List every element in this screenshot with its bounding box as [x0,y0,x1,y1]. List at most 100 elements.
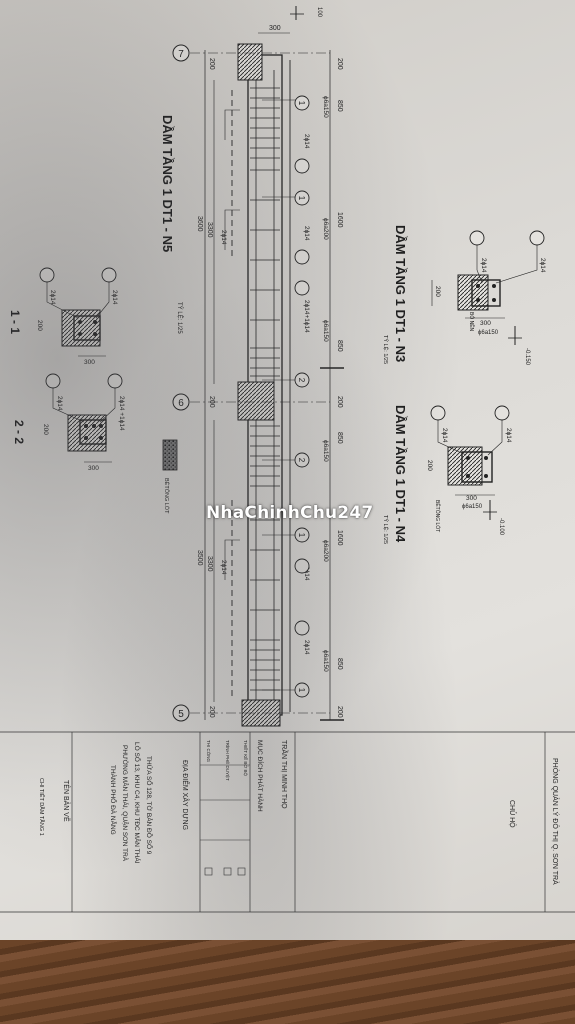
svg-text:1: 1 [297,196,306,201]
svg-text:PHƯỜNG MÂN THÁI, QUẬN SƠN TRÀ: PHƯỜNG MÂN THÁI, QUẬN SƠN TRÀ [121,745,130,862]
svg-text:2ϕ14: 2ϕ14 [303,566,310,581]
svg-text:ϕ6a200: ϕ6a200 [322,218,329,240]
beam-n5-title: DẦM TẦNG 1 DT1 - N5 [160,115,175,252]
svg-text:MỤC ĐÍCH PHÁT HÀNH: MỤC ĐÍCH PHÁT HÀNH [256,740,265,812]
svg-text:2ϕ14: 2ϕ14 [441,428,448,443]
svg-text:BÊTÔNG LÓT: BÊTÔNG LÓT [163,478,171,514]
svg-text:1: 1 [297,533,306,538]
svg-text:200: 200 [426,460,433,471]
svg-text:ϕ6a150: ϕ6a150 [478,330,499,336]
svg-text:2ϕ14: 2ϕ14 [505,428,512,443]
svg-text:LÔ SỐ 13, KHU C4, KHU TĐC MÂN: LÔ SỐ 13, KHU C4, KHU TĐC MÂN THÁI [133,742,143,864]
beam-n5-scale: TỶ LỆ: 1/25 [176,302,184,334]
svg-text:2ϕ14: 2ϕ14 [220,560,227,575]
svg-text:850: 850 [336,658,343,670]
watermark-text: NhaChinhChu247 [206,503,374,523]
svg-text:TỶ LỆ: 1/25: TỶ LỆ: 1/25 [382,515,390,544]
dim-100-top: 100 [316,7,322,18]
n5-markers: 1 1 2 2 1 1 [294,95,310,698]
section-1-1: 2ϕ14 2ϕ14 200 300 1 - 1 [8,267,118,366]
svg-text:3300: 3300 [206,222,213,238]
svg-text:PHÒNG QUẢN LÝ ĐÔ THỊ Q. SƠN TR: PHÒNG QUẢN LÝ ĐÔ THỊ Q. SƠN TRÀ [551,758,560,885]
svg-text:BỎ NỀN: BỎ NỀN [468,312,475,332]
beam-n4-title: DẦM TẦNG 1 DT1 - N4 [393,405,408,543]
svg-text:2ϕ14: 2ϕ14 [539,258,546,273]
svg-text:6: 6 [178,398,184,409]
svg-text:2ϕ14: 2ϕ14 [111,290,118,305]
svg-text:THÀNH PHỐ ĐÀ NẴNG: THÀNH PHỐ ĐÀ NẴNG [109,765,119,835]
svg-text:TÊN BẢN VẼ: TÊN BẢN VẼ [62,780,71,822]
svg-text:THI CÔNG: THI CÔNG [206,740,212,762]
svg-text:1: 1 [297,688,306,693]
svg-text:2ϕ14: 2ϕ14 [56,396,63,411]
svg-text:300: 300 [466,495,477,502]
svg-text:1600: 1600 [336,212,343,228]
svg-text:2ϕ14: 2ϕ14 [303,226,310,241]
svg-text:ϕ6a200: ϕ6a200 [322,540,329,562]
svg-text:ϕ6a150: ϕ6a150 [322,320,329,342]
wooden-floor [0,940,575,1024]
svg-text:2ϕ14: 2ϕ14 [303,134,310,149]
svg-text:850: 850 [336,340,343,352]
svg-text:CHỦ HỘ: CHỦ HỘ [508,800,517,828]
dim-300-top: 300 [269,25,281,32]
svg-text:ϕ6a150: ϕ6a150 [322,440,329,462]
svg-text:3300: 3300 [206,556,213,572]
svg-text:-0.100: -0.100 [498,518,504,536]
svg-text:-0.150: -0.150 [524,348,530,366]
svg-text:2: 2 [297,458,306,463]
svg-text:2ϕ14: 2ϕ14 [480,258,487,273]
svg-text:ϕ6a150: ϕ6a150 [322,650,329,672]
svg-text:850: 850 [336,100,343,112]
svg-text:200: 200 [208,396,215,408]
svg-text:200: 200 [208,706,215,718]
svg-text:3600: 3600 [196,216,203,232]
svg-text:3500: 3500 [196,550,203,566]
svg-text:7: 7 [178,49,184,60]
svg-text:ϕ6a150: ϕ6a150 [322,96,329,118]
svg-text:TRẦN THỊ MINH THỌ: TRẦN THỊ MINH THỌ [280,740,290,809]
svg-text:THỬA SỐ 128, TỜ BẢN ĐỒ SỐ 9: THỬA SỐ 128, TỜ BẢN ĐỒ SỐ 9 [145,756,155,855]
axis-7: 7 [172,44,190,62]
axis-6: 6 [172,393,190,411]
svg-text:200: 200 [434,286,441,297]
svg-text:300: 300 [84,359,95,366]
svg-text:200: 200 [36,320,43,331]
n5-labels: 200 200 200 3600 3500 3300 3300 200 200 … [196,58,343,718]
section-2-2: 2ϕ14 2ϕ14 +1ϕ14 200 300 2 - 2 [12,373,125,472]
svg-text:200: 200 [336,396,343,408]
title-block-text: PHÒNG QUẢN LÝ ĐÔ THỊ Q. SƠN TRÀ CHỦ HỘ T… [38,740,560,885]
svg-text:BÊTÔNG LÓT: BÊTÔNG LÓT [434,500,442,532]
svg-text:200: 200 [336,58,343,70]
svg-text:2 - 2: 2 - 2 [12,420,26,444]
svg-text:1 - 1: 1 - 1 [8,310,22,334]
section-n4: 2ϕ14 2ϕ14 200 300 ϕ6a150 BÊTÔNG LÓT -0.1… [382,405,512,544]
svg-text:2ϕ14+1ϕ14: 2ϕ14+1ϕ14 [303,300,310,333]
svg-text:2: 2 [297,378,306,383]
beam-n3-title: DẦM TẦNG 1 DT1 - N3 [393,225,408,362]
svg-text:CHI TIẾT DẦM TẦNG 1: CHI TIẾT DẦM TẦNG 1 [38,778,45,836]
svg-text:ϕ6a150: ϕ6a150 [462,504,483,510]
svg-text:850: 850 [336,432,343,444]
section-n3: 2ϕ14 2ϕ14 200 300 ϕ6a150 BỎ NỀN -0.150 D… [382,225,546,366]
title-block [0,731,575,913]
svg-text:200: 200 [42,424,49,435]
beam-n5 [190,43,344,727]
svg-text:5: 5 [178,709,184,720]
svg-text:1600: 1600 [336,530,343,546]
svg-text:200: 200 [208,58,215,70]
svg-text:300: 300 [88,465,99,472]
svg-text:1: 1 [297,101,306,106]
svg-text:2ϕ14: 2ϕ14 [220,230,227,245]
svg-text:TRÌNH PHÊ DUYỆT: TRÌNH PHÊ DUYỆT [225,740,232,781]
axis-5: 5 [172,704,190,722]
svg-text:THIẾT KẾ BỞ BỘ: THIẾT KẾ BỞ BỘ [243,740,249,777]
svg-text:200: 200 [336,706,343,718]
svg-text:TỶ LỆ: 1/25: TỶ LỆ: 1/25 [382,335,390,364]
svg-text:2ϕ14: 2ϕ14 [49,290,56,305]
svg-text:300: 300 [480,320,491,327]
svg-text:ĐỊA ĐIỂM XÂY DỰNG: ĐỊA ĐIỂM XÂY DỰNG [181,760,190,830]
svg-text:2ϕ14: 2ϕ14 [303,640,310,655]
